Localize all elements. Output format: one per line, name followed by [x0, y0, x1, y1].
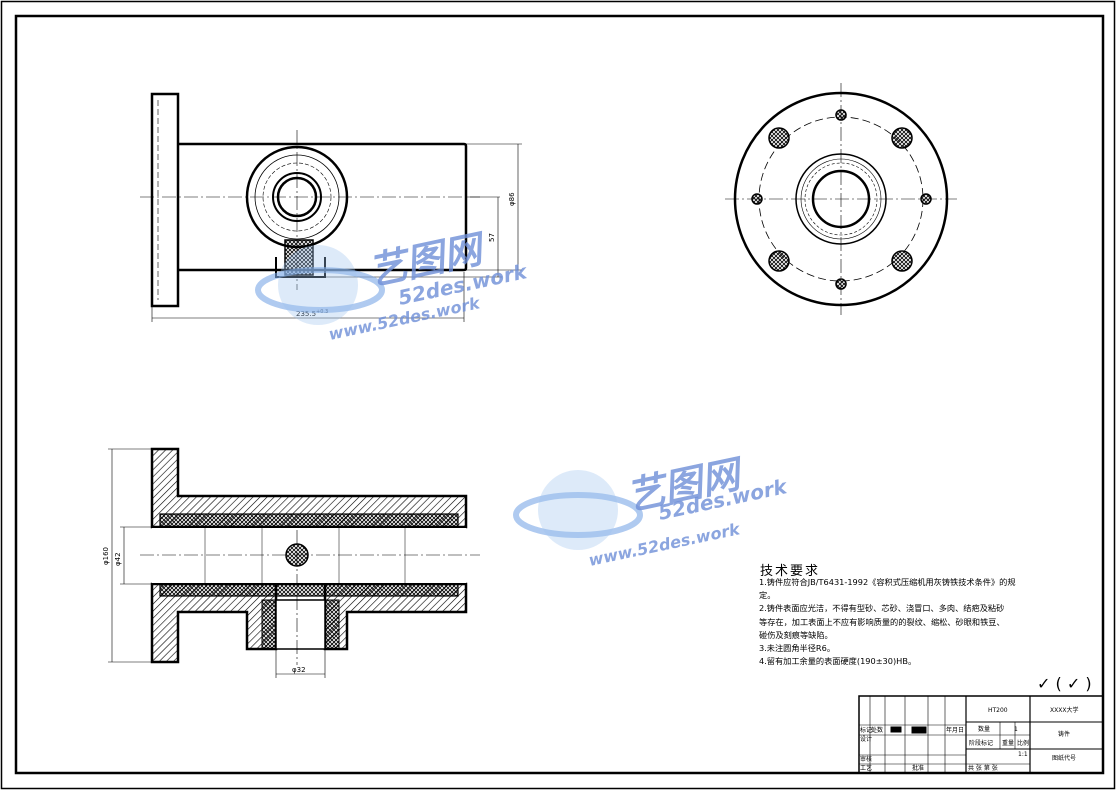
dim-dia32: φ32 [292, 666, 306, 674]
tb-designer-label: 设计 [860, 735, 872, 743]
section-view [108, 447, 480, 678]
tech-line: 1.铸件应符合JB/T6431-1992《容积式压缩机用灰铸铁技术条件》的规 [759, 577, 1016, 587]
tb-scale-label: 比例 [1017, 739, 1029, 747]
tb-process-label: 工艺 [860, 764, 872, 772]
watermark-logo-top [255, 245, 385, 325]
end-view [725, 83, 957, 315]
tech-line: 4.留有加工余量的表面硬度(190±30)HB。 [759, 656, 917, 667]
tb-material: HT200 [988, 707, 1008, 714]
tb-sheets: 共 张 第 张 [968, 764, 998, 772]
inner-frame [14, 14, 1105, 775]
dim-dia42: φ42 [114, 552, 122, 566]
tb-quantity-label: 数量 [978, 725, 990, 733]
tech-line: 等存在，加工表面上不应有影响质量的的裂纹、缩松、砂眼和铁豆、 [759, 616, 1005, 627]
dim-dia86: φ86 [508, 192, 516, 206]
tech-line: 2.铸件表面应光洁，不得有型砂、芯砂、浇冒口、多肉、结疤及粘砂 [759, 603, 1005, 614]
dim-dia160: φ160 [102, 547, 110, 565]
tech-line: 定。 [759, 590, 776, 601]
tb-date-label: 年月日 [946, 726, 964, 734]
tb-quantity: 1 [1014, 726, 1018, 733]
roughness-symbol: ✓ ( ✓ ) [1037, 674, 1092, 693]
dim-57: 57 [488, 233, 496, 242]
dim-length: 235.5 [296, 310, 316, 318]
tb-checker-label: 审核 [860, 755, 872, 763]
tech-requirements-list: 1.铸件应符合JB/T6431-1992《容积式压缩机用灰铸铁技术条件》的规 定… [759, 576, 1059, 668]
side-view [140, 92, 522, 322]
tb-part-name: 铸件 [1058, 730, 1070, 738]
watermark-logo-mid [513, 470, 643, 550]
tb-school: XXXX大学 [1050, 706, 1078, 714]
tech-requirements-title: 技术要求 [760, 564, 821, 579]
tb-weight-label: 重量 [1002, 739, 1014, 747]
tb-mark-label: 标记 [860, 726, 872, 734]
tech-line: 3.未注圆角半径R6。 [759, 643, 836, 654]
tb-approve-label: 批准 [912, 764, 924, 772]
tb-scale: 1:1 [1018, 751, 1028, 758]
title-block [858, 695, 1104, 774]
tb-stage-label: 阶段标记 [969, 739, 993, 747]
tb-drawing-no-label: 图纸代号 [1052, 754, 1076, 762]
tech-line: 碰伤及刻痕等缺陷。 [759, 629, 833, 640]
tb-count-label: 处数 [871, 726, 883, 734]
